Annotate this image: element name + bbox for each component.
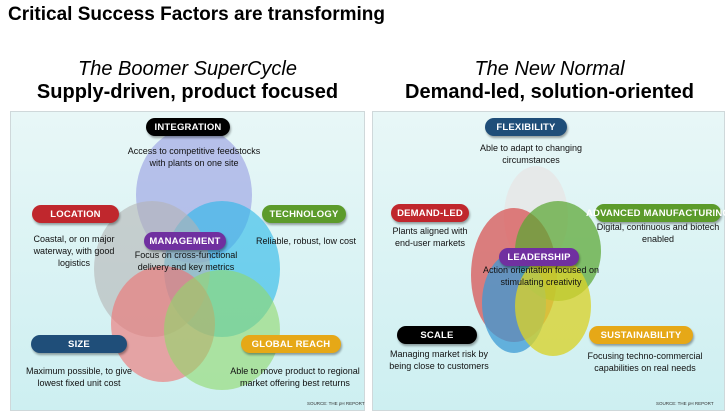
factor-desc-advanced-manufacturing: Digital, continuous and biotech enabled xyxy=(596,222,720,244)
left-heading-italic: The Boomer SuperCycle xyxy=(78,58,297,80)
factor-pill-global-reach: GLOBAL REACH xyxy=(241,335,341,353)
factor-pill-integration: INTEGRATION xyxy=(146,118,230,136)
factor-desc-global-reach: Able to move product to regional market … xyxy=(230,366,360,388)
factor-desc-leadership: Action orientation focused on stimulatin… xyxy=(482,265,600,287)
factor-desc-integration: Access to competitive feedstocks with pl… xyxy=(127,146,261,168)
factor-pill-demand-led: DEMAND-LED xyxy=(391,204,469,222)
right-venn-diagram xyxy=(471,166,601,356)
factor-pill-flexibility: FLEXIBILITY xyxy=(485,118,567,136)
factor-desc-technology: Reliable, robust, low cost xyxy=(255,236,357,246)
slide-title: Critical Success Factors are transformin… xyxy=(8,4,385,25)
left-panel: INTEGRATION Access to competitive feedst… xyxy=(10,111,365,411)
factor-pill-advanced-manufacturing: ADVANCED MANUFACTURING xyxy=(586,204,727,222)
factor-desc-location: Coastal, or on major waterway, with good… xyxy=(33,234,115,268)
factor-desc-management: Focus on cross-functional delivery and k… xyxy=(134,250,238,272)
factor-desc-flexibility: Able to adapt to changing circumstances xyxy=(479,143,583,165)
factor-pill-sustainability: SUSTAINABILITY xyxy=(589,326,693,344)
factor-pill-leadership: LEADERSHIP xyxy=(499,248,579,266)
factor-desc-demand-led: Plants aligned with end-user markets xyxy=(392,226,468,248)
factor-desc-scale: Managing market risk by being close to c… xyxy=(389,349,489,371)
factor-pill-scale: SCALE xyxy=(397,326,477,344)
venn-circle-global-reach xyxy=(164,270,280,390)
source-note: SOURCE: THE pH REPORT xyxy=(307,401,365,406)
source-note: SOURCE: THE pH REPORT xyxy=(656,401,714,406)
factor-desc-sustainability: Focusing techno-commercial capabilities … xyxy=(587,351,703,373)
left-heading-bold: Supply-driven, product focused xyxy=(36,81,339,103)
factor-pill-management: MANAGEMENT xyxy=(144,232,226,250)
factor-pill-location: LOCATION xyxy=(32,205,119,223)
right-heading-italic: The New Normal xyxy=(474,58,625,80)
venn-circle-sustainability xyxy=(515,256,591,356)
right-panel: FLEXIBILITY Able to adapt to changing ci… xyxy=(372,111,727,411)
factor-desc-size: Maximum possible, to give lowest fixed u… xyxy=(25,366,133,388)
factor-pill-size: SIZE xyxy=(31,335,127,353)
factor-pill-technology: TECHNOLOGY xyxy=(262,205,346,223)
right-heading-bold: Demand-led, solution-oriented xyxy=(405,81,694,103)
